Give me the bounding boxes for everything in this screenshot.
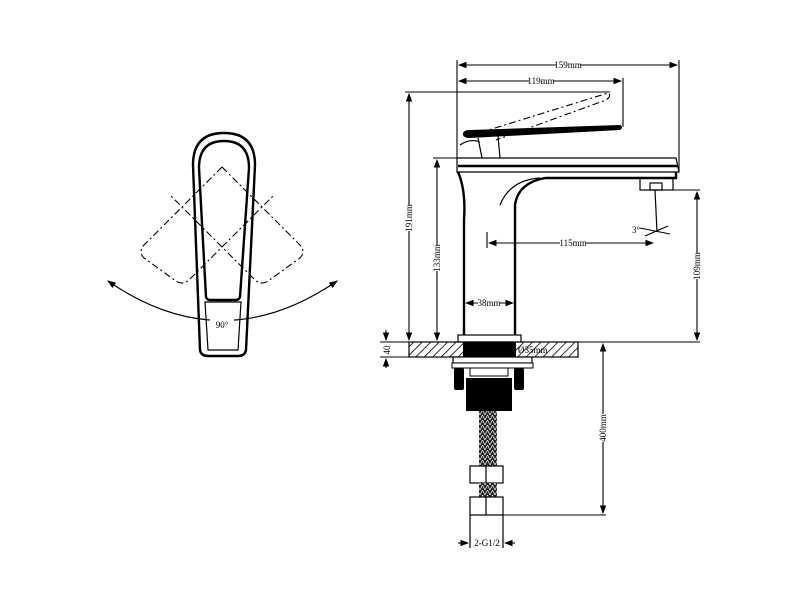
top-view: 90° [107, 131, 338, 358]
mounting-nut [466, 378, 512, 411]
lever-raised-outline [465, 92, 611, 141]
dim-hose-length: 400mm [598, 414, 608, 442]
dimensions: 159mm 119mm 191mm 133mm 109mm 115mm 3° 3… [380, 59, 703, 548]
base-plate [457, 334, 522, 343]
dim-body-width: 38mm [477, 298, 500, 308]
dim-body-height: 133mm [432, 244, 442, 272]
handle-outer-outline [191, 131, 257, 358]
dim-handle-length: 119mm [527, 76, 554, 86]
aerator [639, 177, 674, 191]
dim-overall-height: 191mm [404, 204, 414, 232]
handle-rotated-left-outline [169, 166, 304, 284]
handle-inner-outline [197, 139, 251, 302]
faucet-body [456, 171, 678, 335]
dim-spout-angle: 3° [632, 225, 641, 235]
dim-spout-height: 109mm [692, 252, 702, 280]
dim-overall-length: 159mm [554, 60, 582, 70]
braided-hose [479, 411, 497, 466]
dim-counter-thickness: 40 [382, 345, 392, 355]
lever-stem [459, 135, 501, 159]
dim-hole-diameter: Ø35mm [518, 345, 548, 355]
dim-spout-reach: 115mm [559, 238, 586, 248]
spout-curve [499, 177, 541, 206]
side-view [408, 92, 680, 548]
handle-base [204, 301, 242, 351]
dim-connection: 2-G1/2 [474, 538, 500, 548]
rotation-angle-label: 90° [216, 320, 229, 330]
lever [463, 125, 622, 138]
